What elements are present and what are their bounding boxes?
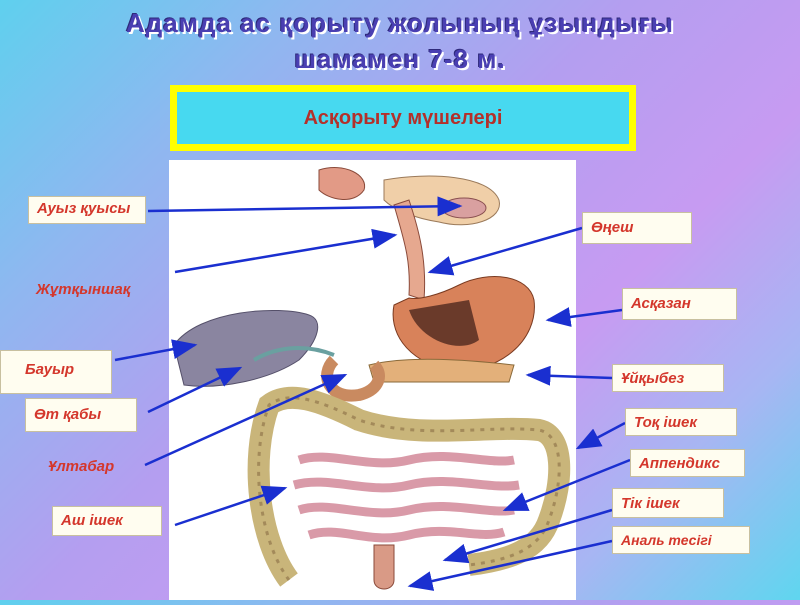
label-duodenum: Ұлтабар [40,455,150,481]
label-rectum: Тік ішек [612,488,724,518]
arrow-small-intestine [175,488,285,525]
label-stomach: Асқазан [622,288,737,320]
label-pharynx: Жұтқыншақ [28,278,168,304]
arrow-duodenum [145,375,345,465]
arrow-colon [578,423,625,448]
arrow-mouth [148,206,460,211]
arrow-liver [115,345,195,360]
arrow-gallbladder [148,368,240,412]
label-liver: Бауыр [0,350,112,394]
label-small-intestine: Аш ішек [52,506,162,536]
label-mouth: Ауыз қуысы [28,196,146,224]
arrow-anus [410,541,612,586]
label-pancreas: Ұйқыбез [612,364,724,392]
arrow-esophagus [430,228,582,272]
label-gallbladder: Өт қабы [25,398,137,432]
label-colon: Тоқ ішек [625,408,737,436]
arrow-pancreas [528,375,612,378]
label-appendix: Аппендикс [630,449,745,477]
arrow-pharynx [175,235,395,272]
label-anus: Аналь тесігі [612,526,750,554]
label-esophagus: Өңеш [582,212,692,244]
arrow-stomach [548,310,622,320]
arrow-rectum [445,510,612,560]
